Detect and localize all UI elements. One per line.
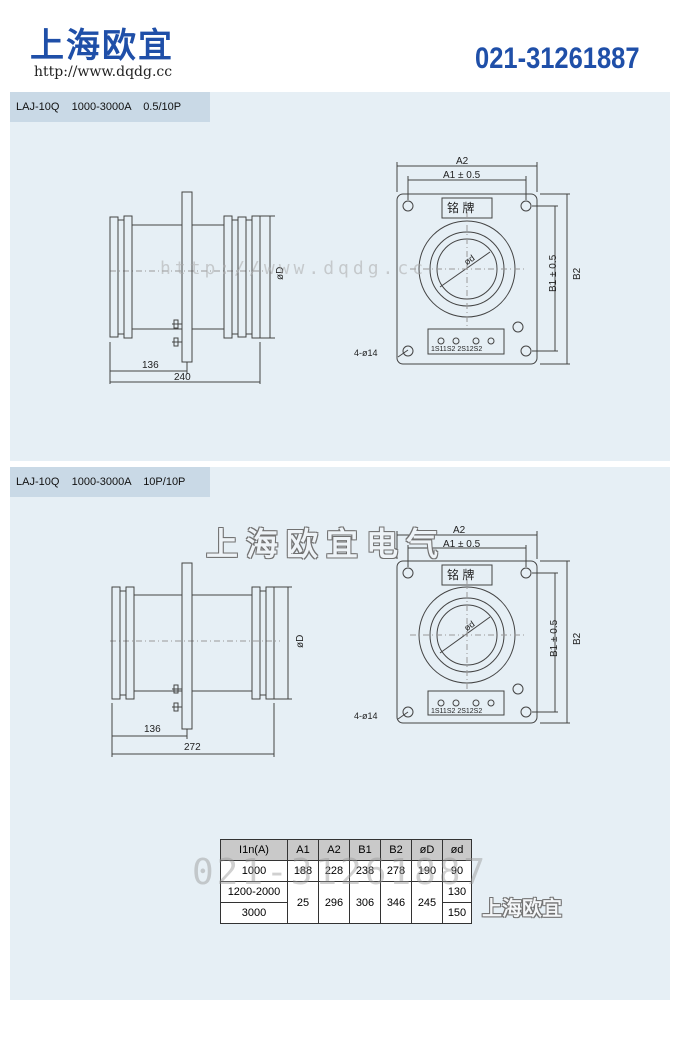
panel-2-dim-B1: B1 ± 0.5 bbox=[549, 619, 560, 657]
drawing-panel-1: LAJ-10Q 1000-3000A 0.5/10P bbox=[10, 92, 670, 461]
table-cell: 150 bbox=[442, 902, 472, 924]
panel-1-dim-d: ød bbox=[462, 253, 476, 267]
header: 上海欧宜 http://www.dqdg.cc 021-31261887 bbox=[0, 0, 680, 90]
table-cell: 296 bbox=[318, 881, 350, 924]
table-header-cell: A2 bbox=[318, 839, 350, 861]
panel-2-hole-label: 4-ø14 bbox=[354, 711, 378, 721]
panel-2-dim-A2: A2 bbox=[453, 525, 466, 536]
panel-2-terminals: 1S11S2 2S12S2 bbox=[431, 708, 482, 715]
panel-2-dim-B2: B2 bbox=[572, 632, 583, 645]
panel-1-title: LAJ-10Q 1000-3000A 0.5/10P bbox=[16, 101, 182, 113]
table-header-row: I1n(A) A1 A2 B1 B2 øD ød bbox=[220, 839, 472, 861]
table-cell: 346 bbox=[380, 881, 412, 924]
logo-watermark: 上海欧宜 bbox=[482, 896, 562, 920]
spec-table: I1n(A) A1 A2 B1 B2 øD ød 1000 188 228 23… bbox=[220, 839, 472, 924]
logo-text: 上海欧宜 bbox=[30, 26, 174, 66]
panel-1-dim-B2: B2 bbox=[572, 267, 583, 280]
panel-1-hole-label: 4-ø14 bbox=[354, 348, 378, 358]
table-cell: 130 bbox=[442, 881, 472, 903]
panel-2-drawing: øD 136 272 A2 A1 ± 0.5 铭 牌 ød 4-ø14 1S11… bbox=[110, 525, 583, 757]
table-cell: 245 bbox=[411, 881, 443, 924]
table-header-cell: B2 bbox=[380, 839, 412, 861]
panel-2-nameplate: 铭 牌 bbox=[447, 567, 474, 582]
table-header-cell: I1n(A) bbox=[220, 839, 288, 861]
panel-1-title-bar: LAJ-10Q 1000-3000A 0.5/10P bbox=[10, 92, 210, 122]
panel-1-nameplate: 铭 牌 bbox=[447, 200, 474, 215]
panel-1-dim-total: 240 bbox=[174, 372, 191, 383]
panel-separator bbox=[10, 461, 670, 467]
table-row: 3000 150 bbox=[220, 902, 472, 924]
panel-1-dim-B1: B1 ± 0.5 bbox=[548, 254, 559, 292]
panel-2-title-bar: LAJ-10Q 1000-3000A 10P/10P bbox=[10, 467, 210, 497]
panel-1-watermark: http://www.dqdg.cc bbox=[160, 258, 428, 279]
panel-2-dim-136: 136 bbox=[144, 724, 161, 735]
table-row: 1200-2000 25 296 306 346 245 130 bbox=[220, 881, 472, 924]
panel-2-dim-D: øD bbox=[295, 635, 306, 648]
panel-1-drawing: øD 136 240 A2 A1 ± 0.5 铭 牌 ød 4-ø14 1S11… bbox=[109, 156, 583, 384]
website-url[interactable]: http://www.dqdg.cc bbox=[34, 64, 173, 80]
panel-2-dim-total: 272 bbox=[184, 742, 201, 753]
table-header-cell: ød bbox=[442, 839, 472, 861]
table-cell: 3000 bbox=[220, 902, 288, 924]
panel-1-dim-136: 136 bbox=[142, 360, 159, 371]
panel-2-watermark-cn: 上海欧宜电气 bbox=[206, 525, 447, 563]
panel-2-dim-A1: A1 ± 0.5 bbox=[443, 539, 481, 550]
panel-2-title: LAJ-10Q 1000-3000A 10P/10P bbox=[16, 476, 186, 488]
panel-1-dim-A1: A1 ± 0.5 bbox=[443, 170, 481, 181]
panel-2-dim-d: ød bbox=[462, 619, 476, 633]
table-header-cell: A1 bbox=[287, 839, 319, 861]
table-header-cell: B1 bbox=[349, 839, 381, 861]
phone-watermark: 021-31261887 bbox=[192, 852, 489, 893]
panel-1-terminals: 1S11S2 2S12S2 bbox=[431, 346, 482, 353]
table-cell: 306 bbox=[349, 881, 381, 924]
phone-number: 021-31261887 bbox=[475, 42, 640, 75]
panel-1-dim-D: øD bbox=[275, 267, 286, 280]
panel-1-dim-A2: A2 bbox=[456, 156, 469, 167]
